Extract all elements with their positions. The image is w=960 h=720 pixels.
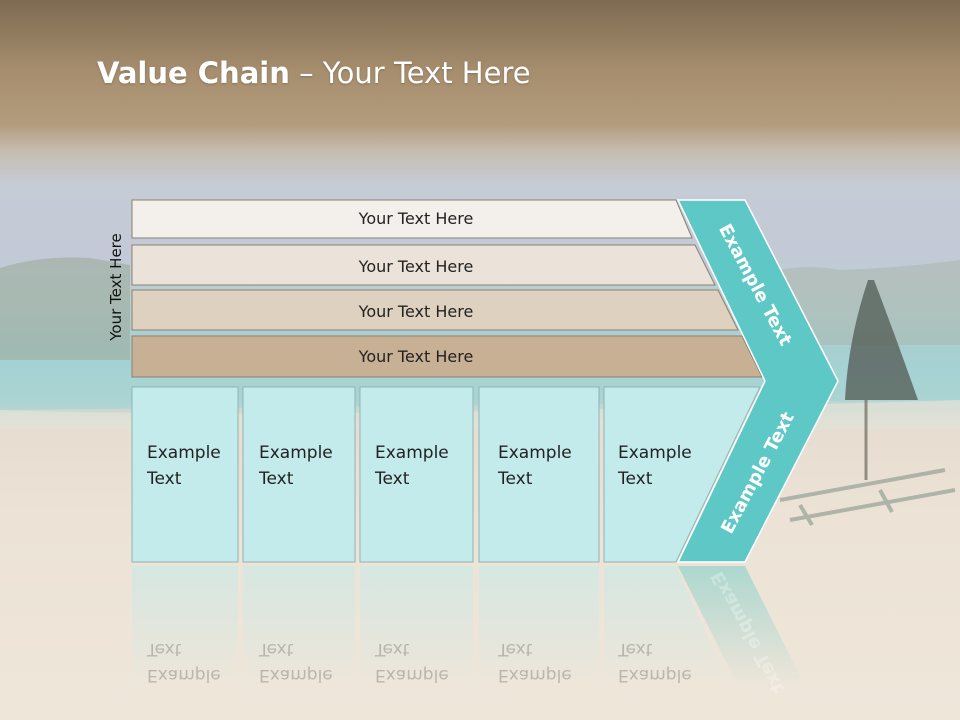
band-label-1: Your Text Here (358, 209, 474, 228)
band-1[interactable] (131, 199, 693, 239)
title-bold: Value Chain (97, 56, 290, 90)
slide-title: Value Chain – Your Text Here (97, 56, 531, 90)
activity-box-5[interactable] (603, 386, 761, 563)
reflection (132, 566, 805, 686)
band-4[interactable] (131, 335, 763, 378)
margin-chevron[interactable] (676, 199, 839, 563)
title-rest: – Your Text Here (289, 56, 531, 90)
band-3[interactable] (131, 289, 739, 331)
band-label-3: Your Text Here (358, 302, 474, 321)
activity-box-1[interactable] (131, 386, 239, 563)
activity-box-3[interactable] (359, 386, 474, 563)
band-2[interactable] (131, 244, 716, 286)
band-label-4: Your Text Here (358, 347, 474, 366)
activity-box-4[interactable] (478, 386, 600, 563)
band-label-2: Your Text Here (358, 257, 474, 276)
activity-box-2[interactable] (242, 386, 356, 563)
